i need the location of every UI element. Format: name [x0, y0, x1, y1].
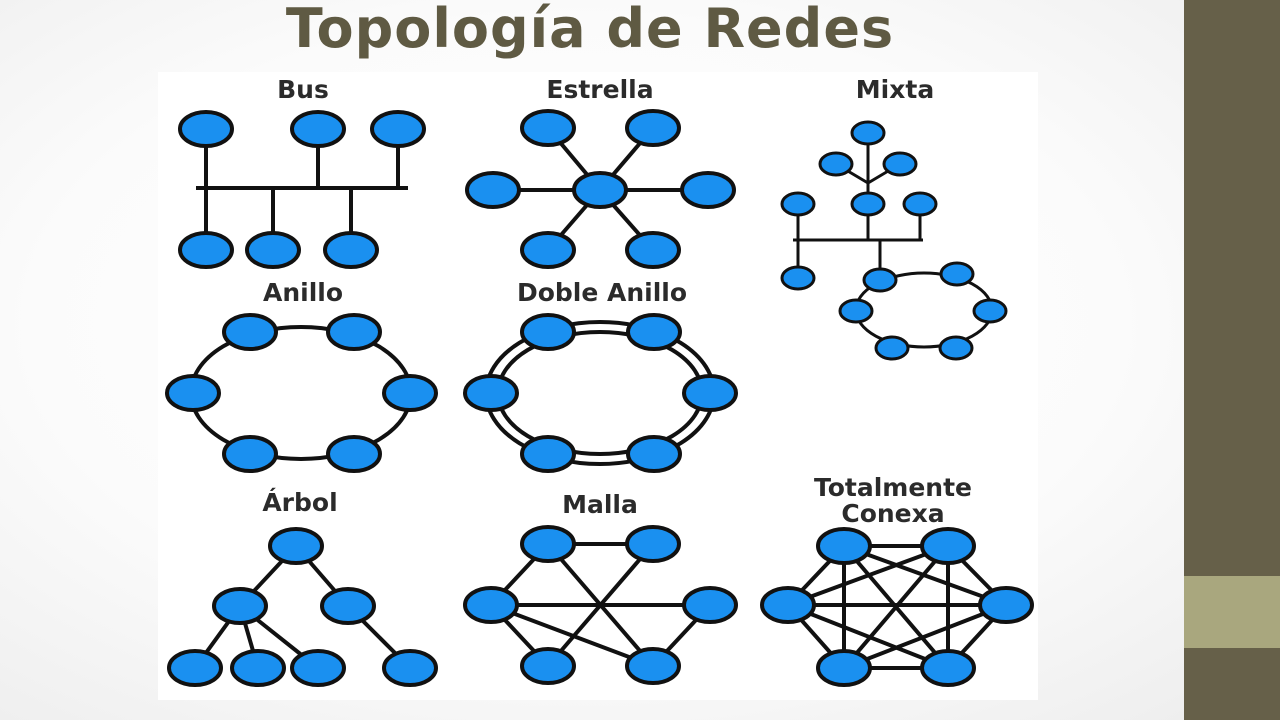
double-ring-node: [463, 374, 519, 412]
label-arbol: Árbol: [262, 488, 337, 517]
mixed-topology: [780, 120, 1008, 361]
mesh-node: [625, 647, 681, 685]
bus-topology: [178, 110, 426, 269]
full-node: [760, 586, 816, 624]
bus-node: [290, 110, 346, 148]
full-node: [978, 586, 1034, 624]
full-node: [816, 649, 872, 687]
sidebar-accent-block: [1184, 576, 1280, 648]
label-anillo: Anillo: [263, 278, 343, 307]
fully-connected-topology: [760, 527, 1034, 687]
double-ring-node: [682, 374, 738, 412]
star-node: [520, 231, 576, 269]
mixed-node: [850, 120, 886, 146]
star-node: [625, 231, 681, 269]
double-ring-node: [520, 313, 576, 351]
mixed-ring-node: [939, 261, 975, 287]
label-conexa: Conexa: [841, 499, 944, 528]
tree-leaf-node: [290, 649, 346, 687]
mixed-node: [902, 191, 938, 217]
mixed-ring-node: [972, 298, 1008, 324]
tree-node: [212, 587, 268, 625]
double-ring-topology: [463, 313, 738, 473]
mixed-ring-node: [862, 267, 898, 293]
bus-node: [323, 231, 379, 269]
mixed-node: [882, 151, 918, 177]
label-doble-anillo: Doble Anillo: [517, 278, 687, 307]
full-node: [920, 649, 976, 687]
ring-node: [165, 374, 221, 412]
ring-node: [222, 313, 278, 351]
double-ring-node: [626, 435, 682, 473]
star-node: [625, 109, 681, 147]
tree-root-node: [268, 527, 324, 565]
topology-svg: Bus Estrella Mixta: [165, 75, 1034, 687]
mixed-node: [850, 191, 886, 217]
label-estrella: Estrella: [546, 75, 653, 104]
star-node: [680, 171, 736, 209]
mesh-node: [520, 525, 576, 563]
ring-topology: [165, 313, 438, 473]
mixed-ring-node: [874, 335, 910, 361]
tree-leaf-node: [382, 649, 438, 687]
star-node: [520, 109, 576, 147]
label-malla: Malla: [562, 490, 638, 519]
tree-leaf-node: [167, 649, 223, 687]
network-topology-diagram: Bus Estrella Mixta: [158, 72, 1038, 700]
full-node: [920, 527, 976, 565]
mixed-node: [818, 151, 854, 177]
ring-node: [222, 435, 278, 473]
ring-node: [382, 374, 438, 412]
double-ring-node: [626, 313, 682, 351]
mixed-node: [780, 191, 816, 217]
mixed-ring-node: [838, 298, 874, 324]
bus-node: [178, 110, 234, 148]
star-node: [465, 171, 521, 209]
mixed-ring-node: [938, 335, 974, 361]
mesh-topology: [463, 525, 738, 685]
label-mixta: Mixta: [856, 75, 934, 104]
mesh-node: [520, 647, 576, 685]
full-node: [816, 527, 872, 565]
slide-title: Topología de Redes: [285, 0, 895, 60]
mesh-node: [682, 586, 738, 624]
label-bus: Bus: [277, 75, 329, 104]
double-ring-node: [520, 435, 576, 473]
ring-node: [326, 313, 382, 351]
mixed-node: [780, 265, 816, 291]
star-topology: [465, 109, 736, 269]
bus-node: [245, 231, 301, 269]
mesh-node: [625, 525, 681, 563]
tree-topology: [167, 527, 438, 687]
bus-node: [370, 110, 426, 148]
bus-node: [178, 231, 234, 269]
ring-node: [326, 435, 382, 473]
mesh-node: [463, 586, 519, 624]
label-totalmente: Totalmente: [814, 473, 972, 502]
star-center-node: [572, 171, 628, 209]
tree-node: [320, 587, 376, 625]
tree-leaf-node: [230, 649, 286, 687]
